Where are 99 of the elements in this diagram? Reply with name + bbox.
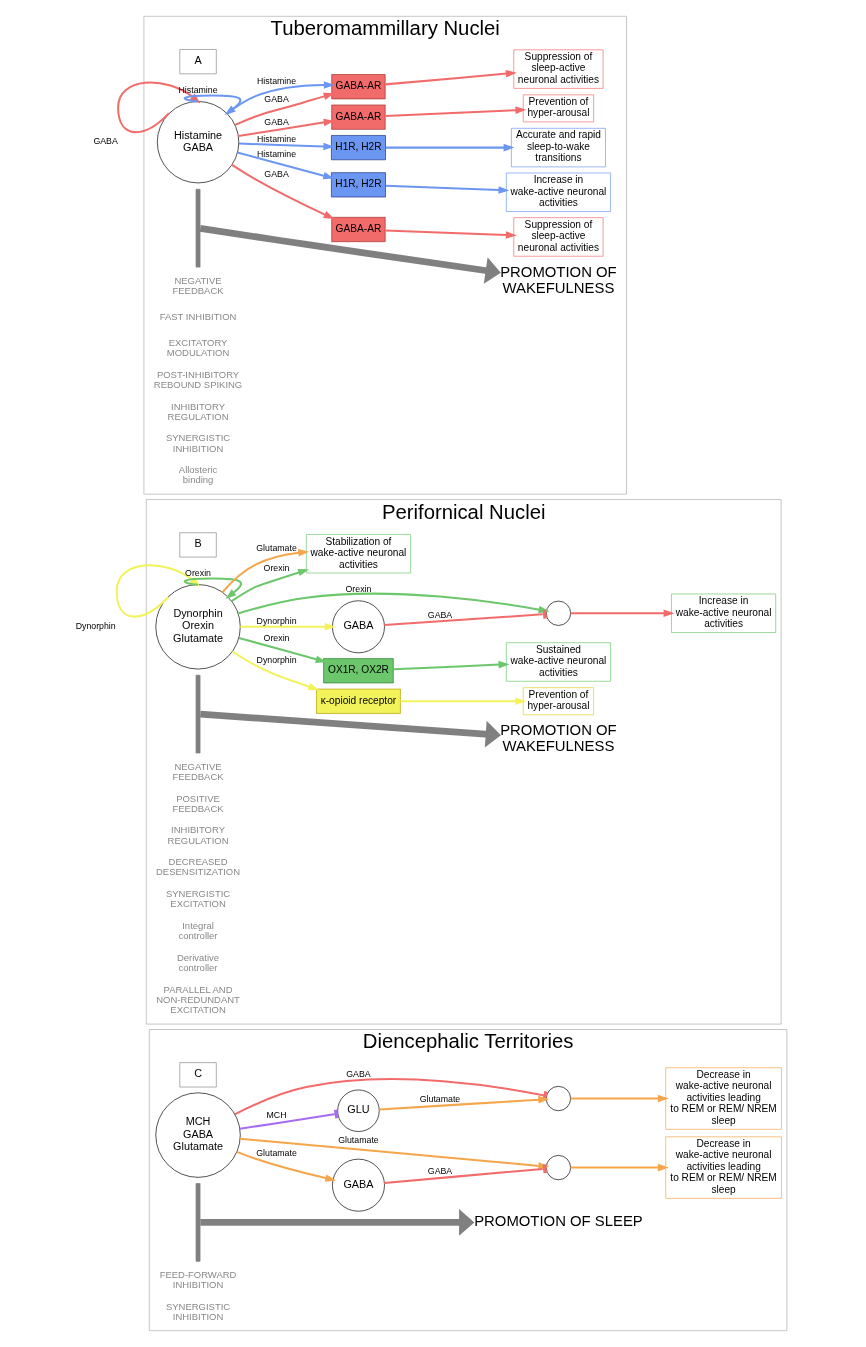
node-box: Sustained wake-active neuronal activities <box>505 642 611 682</box>
arrow <box>384 106 526 117</box>
node-box: Increase in wake-active neuronal activities <box>505 172 611 212</box>
edge-label: GABA <box>263 93 289 104</box>
arrow <box>384 229 517 239</box>
node-box: C <box>178 1062 217 1088</box>
label: Allosteric binding <box>178 464 217 486</box>
node-box: H1R, H2R <box>330 172 386 198</box>
arrow <box>238 142 334 151</box>
node-box: B <box>178 532 217 558</box>
edge-label: Histamine <box>256 148 296 159</box>
arrow <box>236 151 334 180</box>
edge-label: Dynorphin <box>256 654 297 665</box>
arrow <box>400 697 526 706</box>
arrow <box>385 143 514 152</box>
edge-label: GABA <box>263 168 289 179</box>
edge-label: GABA <box>92 136 118 147</box>
edge-label: Histamine <box>256 76 296 87</box>
edge-label: MCH <box>266 1109 287 1120</box>
arrow <box>570 1163 669 1172</box>
node-box: Suppression of sleep-active neuronal activities <box>512 217 603 257</box>
node-box: Prevention of hyper-arousal <box>522 687 594 716</box>
arrow <box>230 164 334 220</box>
node-box: GABA-AR <box>330 74 386 100</box>
node-text: PROMOTION OF WAKEFULNESS <box>499 721 617 755</box>
edge-label: GABA <box>263 116 289 127</box>
arrow <box>570 609 674 618</box>
node-box: GABA-AR <box>330 104 386 130</box>
node-circle: MCH GABA Glutamate <box>154 1092 241 1178</box>
label: DECREASED DESENSITIZATION <box>155 856 240 878</box>
arrow <box>392 660 509 671</box>
node-box: Stabilization of wake-active neuronal activities <box>305 534 411 574</box>
node-text: PROMOTION OF SLEEP <box>473 1213 643 1230</box>
label: POSITIVE FEEDBACK <box>172 792 224 814</box>
label: NEGATIVE FEEDBACK <box>172 274 224 296</box>
node-box: Decrease in wake-active neuronal activities leading to REM or REM/ NREM sleep <box>664 1136 782 1199</box>
node-bar <box>195 674 200 754</box>
node-box: Decrease in wake-active neuronal activities leading to REM or REM/ NREM sleep <box>664 1067 782 1130</box>
label: SYNERGISTIC INHIBITION <box>165 1300 230 1322</box>
edge-label: Dynorphin <box>256 616 297 627</box>
label: EXCITATORY MODULATION <box>166 337 229 359</box>
node-circle <box>545 600 571 626</box>
label: INHIBITORY REGULATION <box>167 400 228 422</box>
arrow <box>384 69 517 86</box>
label: PARALLEL AND NON-REDUNDANT EXCITATION <box>155 983 240 1016</box>
node-box: Suppression of sleep-active neuronal activities <box>512 49 603 89</box>
arrow <box>221 548 309 593</box>
label: Integral controller <box>178 919 218 941</box>
edge-label: Orexin <box>263 633 289 644</box>
node-circle: GABA <box>331 1158 385 1212</box>
edge-label: GABA <box>427 609 452 620</box>
arrow <box>239 623 336 631</box>
arrow <box>238 636 327 663</box>
node-text: PROMOTION OF WAKEFULNESS <box>499 263 617 296</box>
edge-label: Glutamate <box>255 543 297 554</box>
edge-label: GABA <box>345 1069 371 1080</box>
edge-label: Glutamate <box>255 1148 297 1159</box>
edge-label: Dynorphin <box>75 621 116 632</box>
arrow <box>237 118 334 137</box>
arrow <box>231 650 319 691</box>
node-box: κ-opioid receptor <box>315 688 401 714</box>
arrow <box>199 710 501 748</box>
label: SYNERGISTIC INHIBITION <box>165 432 230 454</box>
edge-label: Glutamate <box>337 1134 379 1145</box>
arrow <box>199 1209 474 1236</box>
edge-label: Orexin <box>345 583 371 594</box>
edge-label: Orexin <box>263 562 289 573</box>
label: FAST INHIBITION <box>159 311 236 322</box>
node-circle: Dynorphin Orexin Glutamate <box>154 584 241 670</box>
node-box: A <box>178 49 217 75</box>
label: FEED-FORWARD INHIBITION <box>159 1269 236 1291</box>
node-box: Prevention of hyper-arousal <box>522 94 594 123</box>
label: INHIBITORY REGULATION <box>167 824 228 846</box>
arrow <box>236 1150 336 1182</box>
node-circle <box>545 1086 571 1112</box>
node-box: GABA-AR <box>330 217 386 243</box>
edge-label: Orexin <box>184 568 211 579</box>
label: SYNERGISTIC EXCITATION <box>165 887 230 910</box>
node-bar <box>195 1183 200 1262</box>
edge-label: GABA <box>427 1165 452 1176</box>
arrow <box>570 1094 669 1103</box>
edge-label: Glutamate <box>419 1094 460 1105</box>
arrow <box>230 568 309 603</box>
node-box: H1R, H2R <box>330 135 386 161</box>
arrow <box>385 184 509 194</box>
node-box: Increase in wake-active neuronal activities <box>670 593 776 633</box>
node-bar <box>195 188 200 268</box>
node-box: OX1R, OX2R <box>322 658 394 684</box>
connector <box>239 1109 339 1130</box>
arrow <box>199 225 501 284</box>
label: POST-INHIBITORY REBOUND SPIKING <box>153 368 242 391</box>
edge-label: Histamine <box>256 134 296 145</box>
node-circle <box>545 1155 571 1181</box>
node-circle: GABA <box>331 600 385 654</box>
arrow <box>234 92 335 126</box>
node-circle: GLU <box>336 1089 380 1132</box>
label: Derivative controller <box>176 951 219 973</box>
label: NEGATIVE FEEDBACK <box>172 760 224 782</box>
node-box: Accurate and rapid sleep-to-wake transitions <box>510 127 606 168</box>
